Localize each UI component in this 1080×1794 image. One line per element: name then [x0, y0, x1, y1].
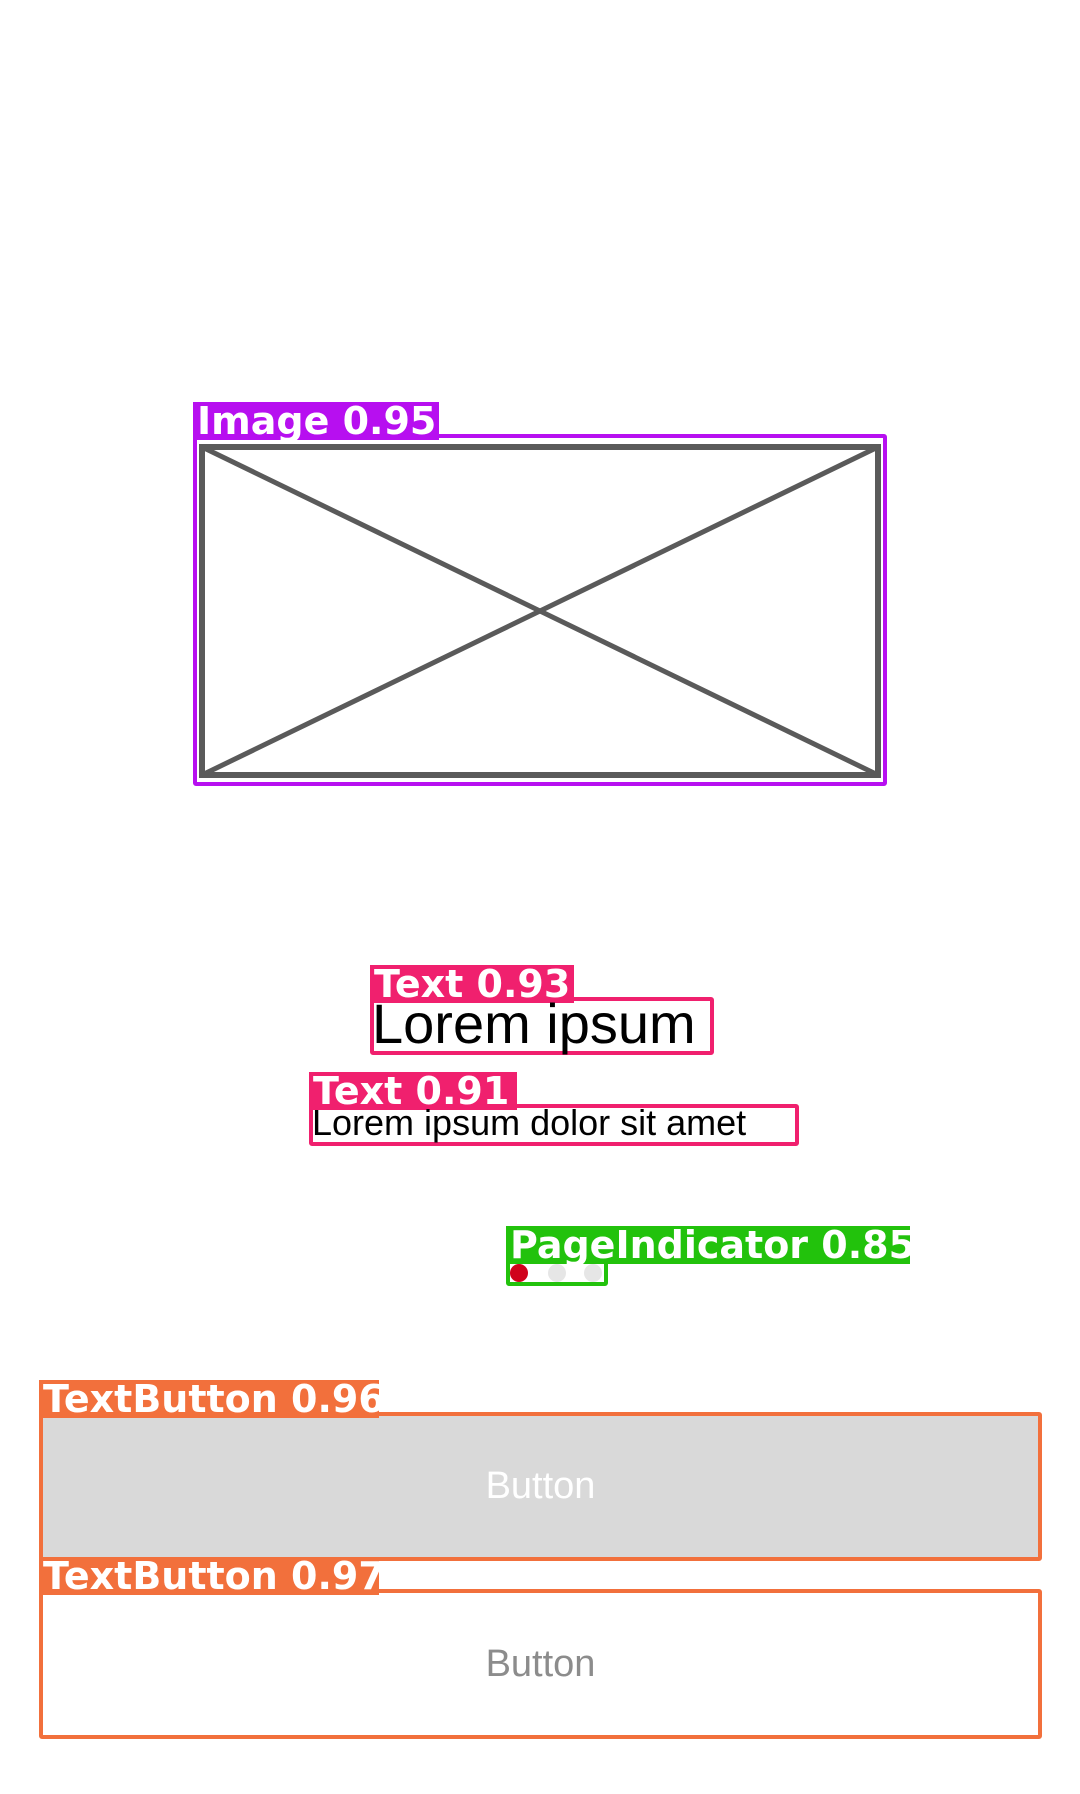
page-indicator-detection-label: PageIndicator 0.85 — [506, 1226, 915, 1264]
page-indicator-dot-active[interactable] — [510, 1264, 528, 1282]
subtitle-detection-label: Text 0.91 — [309, 1072, 517, 1110]
secondary-button-label[interactable]: Button — [485, 1642, 596, 1685]
title-detection-label: Text 0.93 — [370, 965, 574, 1003]
subtitle-detection-box — [309, 1104, 799, 1146]
primary-button-label[interactable]: Button — [485, 1465, 596, 1507]
image-placeholder — [199, 444, 881, 778]
page-indicator-dot[interactable] — [584, 1264, 602, 1282]
primary-button-detection-label: TextButton 0.96 — [39, 1380, 385, 1418]
primary-button[interactable] — [39, 1412, 1042, 1561]
image-detection-box — [193, 434, 887, 786]
subtitle-text: Lorem ipsum dolor sit amet — [312, 1102, 747, 1143]
secondary-button[interactable] — [39, 1589, 1042, 1739]
secondary-button-detection-label: TextButton 0.97 — [39, 1557, 385, 1595]
image-detection-label: Image 0.95 — [193, 402, 439, 440]
title-text: Lorem ipsum — [372, 992, 696, 1055]
page-indicator-dot[interactable] — [548, 1264, 566, 1282]
